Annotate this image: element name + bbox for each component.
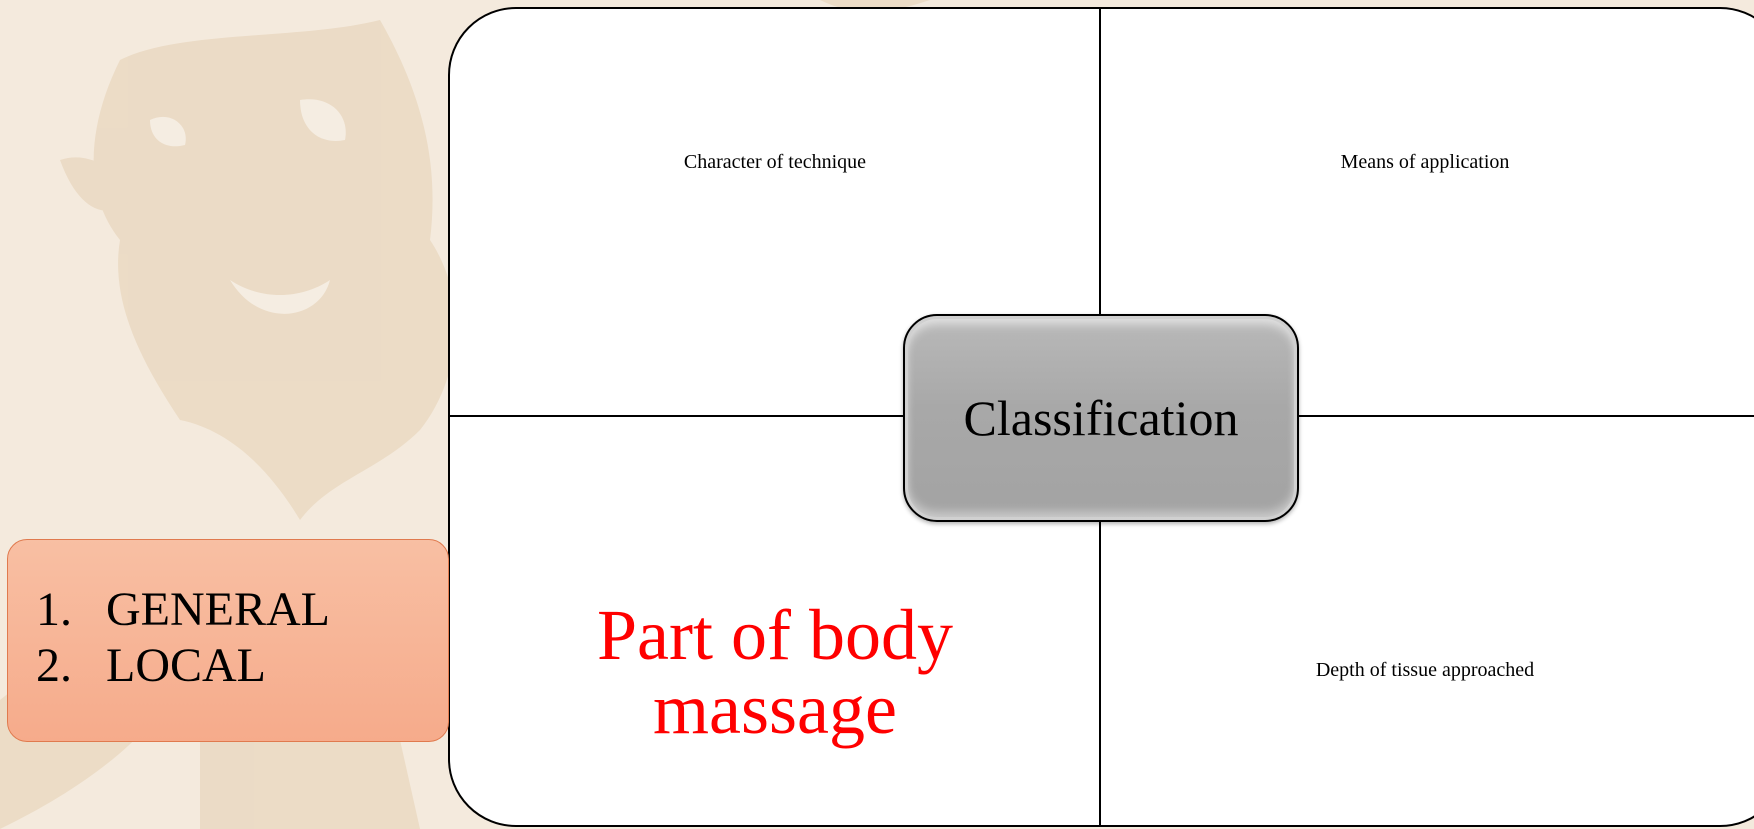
list-item: 2. LOCAL: [36, 638, 448, 694]
quadrant-part-of-body-line1: Part of body: [450, 598, 1100, 672]
list-item-label: LOCAL: [106, 638, 266, 694]
list-item-number: 1.: [36, 582, 106, 638]
quadrant-part-of-body-massage: Part of body massage: [450, 598, 1100, 746]
classification-label: Classification: [964, 389, 1239, 447]
list-item-number: 2.: [36, 638, 106, 694]
list-item-label: GENERAL: [106, 582, 330, 638]
massage-type-list-box: 1. GENERAL 2. LOCAL: [7, 539, 449, 742]
quadrant-means-of-application: Means of application: [1100, 151, 1750, 174]
massage-type-list: 1. GENERAL 2. LOCAL: [36, 582, 448, 694]
quadrant-part-of-body-line2: massage: [450, 672, 1100, 746]
classification-center-node: Classification: [903, 314, 1299, 522]
list-item: 1. GENERAL: [36, 582, 448, 638]
quadrant-character-of-technique: Character of technique: [450, 151, 1100, 174]
quadrant-depth-of-tissue: Depth of tissue approached: [1100, 659, 1750, 682]
